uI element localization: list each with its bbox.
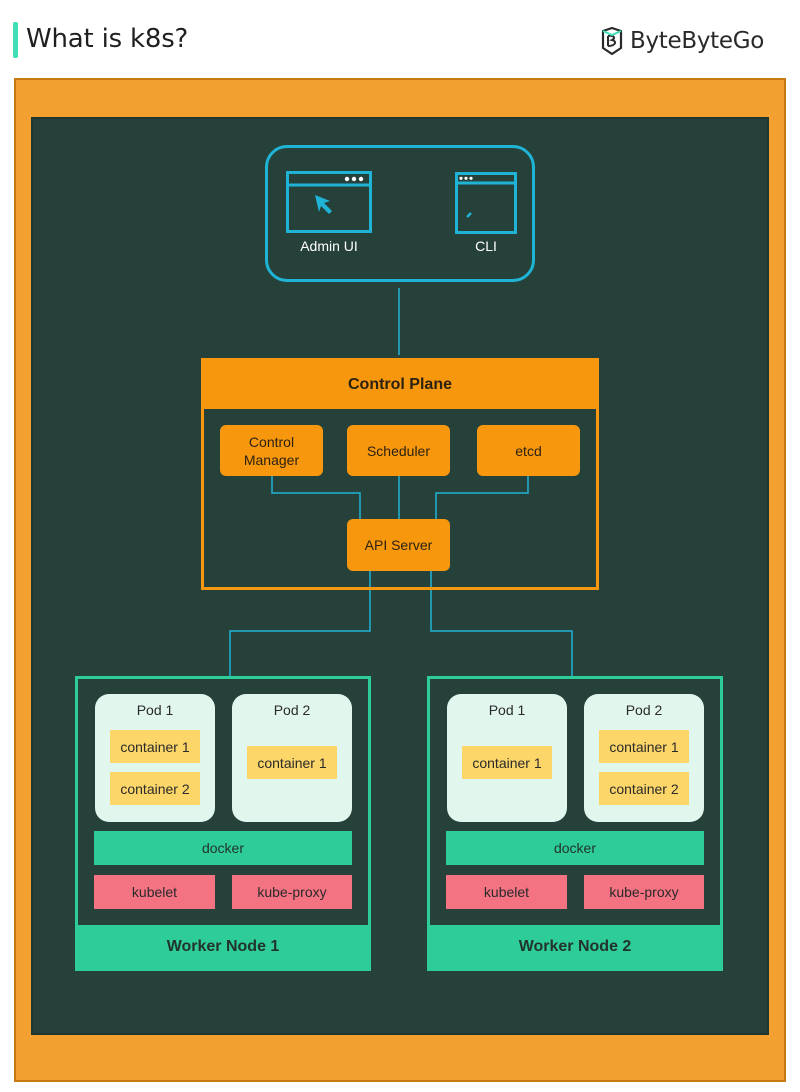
kube-proxy-box: kube-proxy — [584, 875, 704, 909]
pod-title: Pod 1 — [136, 702, 174, 718]
pod-2: Pod 2 container 1 — [232, 694, 352, 822]
control-plane: Control Plane — [201, 358, 599, 590]
pod-2: Pod 2 container 1 container 2 — [584, 694, 704, 822]
kubelet-box: kubelet — [94, 875, 215, 909]
container-box: container 1 — [247, 746, 337, 779]
scheduler-box: Scheduler — [347, 425, 450, 476]
docker-bar: docker — [94, 831, 352, 865]
control-manager-box: Control Manager — [220, 425, 323, 476]
docker-bar: docker — [446, 831, 704, 865]
page-title: What is k8s? — [26, 24, 189, 54]
kubelet-box: kubelet — [446, 875, 567, 909]
control-plane-title: Control Plane — [204, 361, 596, 409]
container-box: container 2 — [110, 772, 200, 805]
pod-title: Pod 1 — [488, 702, 526, 718]
container-box: container 1 — [599, 730, 689, 763]
pod-title: Pod 2 — [625, 702, 663, 718]
worker-node-2: Worker Node 2 — [427, 676, 723, 971]
admin-ui-label: Admin UI — [300, 238, 358, 254]
terminal-window-icon — [455, 172, 517, 234]
pod-1: Pod 1 container 1 — [447, 694, 567, 822]
header: What is k8s? ByteByteGo — [0, 0, 800, 78]
api-server-box: API Server — [347, 519, 450, 571]
client-group: Admin UI CLI — [265, 145, 535, 282]
brand-name: ByteByteGo — [629, 28, 764, 54]
worker-node-title: Worker Node 1 — [78, 925, 368, 968]
pod-1: Pod 1 container 1 container 2 — [95, 694, 215, 822]
browser-window-cursor-icon — [286, 171, 372, 233]
kube-proxy-box: kube-proxy — [232, 875, 352, 909]
brand: ByteByteGo — [600, 24, 764, 58]
pod-title: Pod 2 — [273, 702, 311, 718]
title-accent-bar — [13, 22, 18, 58]
cli-label: CLI — [475, 238, 497, 254]
worker-node-title: Worker Node 2 — [430, 925, 720, 968]
etcd-box: etcd — [477, 425, 580, 476]
container-box: container 1 — [462, 746, 552, 779]
worker-node-1: Worker Node 1 — [75, 676, 371, 971]
container-box: container 1 — [110, 730, 200, 763]
container-box: container 2 — [599, 772, 689, 805]
bytebytego-logo-icon — [601, 26, 623, 56]
